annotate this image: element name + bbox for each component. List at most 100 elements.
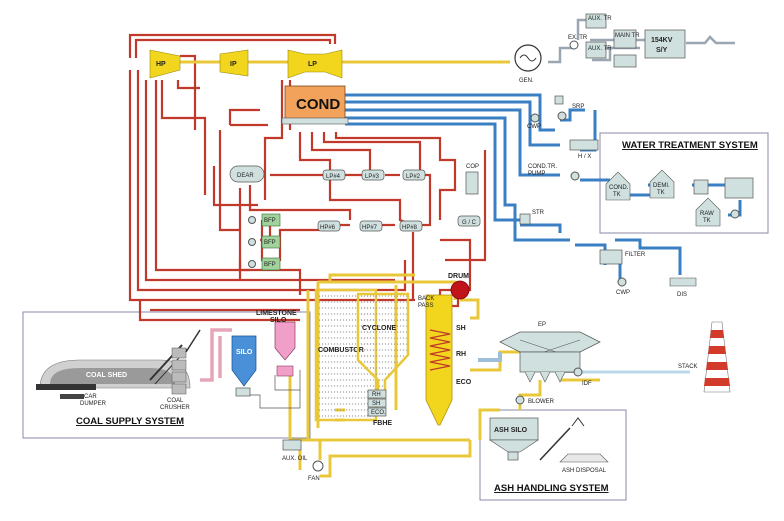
- cond-tank: COND. TK: [605, 171, 631, 201]
- svg-text:G / C: G / C: [462, 220, 477, 226]
- steam-piping: [128, 33, 487, 322]
- back-pass: BACK PASS SH RH ECO: [418, 294, 472, 426]
- main-tr: MAIN TR: [613, 29, 640, 49]
- svg-text:H / X: H / X: [578, 154, 591, 160]
- svg-text:SRP: SRP: [572, 104, 584, 110]
- bfp-motor-1: [248, 216, 256, 224]
- limestone-silo: LIMESTONE SILO: [256, 310, 297, 377]
- svg-text:LP#3: LP#3: [365, 174, 380, 180]
- flue-ducts: [478, 352, 690, 374]
- svg-text:COAL: COAL: [167, 398, 184, 404]
- svg-text:LP#4: LP#4: [326, 174, 341, 180]
- svg-text:LP#2: LP#2: [406, 174, 421, 180]
- switchyard: 154KV S/Y: [613, 29, 686, 68]
- svg-text:PUMP: PUMP: [528, 171, 545, 177]
- svg-text:154KV: 154KV: [651, 37, 673, 44]
- svg-text:RH: RH: [456, 351, 466, 358]
- svg-text:TK: TK: [657, 190, 665, 196]
- svg-text:SILO: SILO: [270, 317, 287, 324]
- cwp2-pump: CWP: [616, 277, 630, 296]
- svg-text:SH: SH: [456, 325, 466, 332]
- svg-text:COAL SUPPLY SYSTEM: COAL SUPPLY SYSTEM: [76, 416, 184, 427]
- fbhe: RH SH ECO. FBHE: [367, 389, 392, 427]
- condenser: COND: [281, 85, 349, 125]
- strainer: STR: [519, 210, 545, 225]
- water-tank-2: [724, 177, 754, 199]
- cond-tr-pump: COND.TR. PUMP: [528, 164, 580, 181]
- svg-text:ECO: ECO: [456, 379, 472, 386]
- svg-text:CRUSHER: CRUSHER: [160, 405, 190, 411]
- svg-text:CWP: CWP: [527, 124, 541, 130]
- svg-text:AUX. TR: AUX. TR: [588, 16, 612, 22]
- svg-text:ASH HANDLING SYSTEM: ASH HANDLING SYSTEM: [494, 483, 609, 494]
- svg-text:SILO: SILO: [236, 349, 253, 356]
- svg-text:HP#7: HP#7: [362, 225, 378, 231]
- svg-text:STACK: STACK: [678, 364, 698, 370]
- svg-text:ASH SILO: ASH SILO: [494, 427, 528, 434]
- aux-oil-tank: AUX. OIL: [282, 439, 308, 462]
- svg-text:COND.: COND.: [609, 185, 629, 191]
- svg-text:HP#8: HP#8: [402, 225, 418, 231]
- hp-heater-8: HP#8: [399, 220, 423, 232]
- coal-conveyor-lines: [200, 328, 301, 409]
- electrostatic-precipitator: EP: [499, 322, 601, 383]
- svg-text:FBHE: FBHE: [373, 420, 392, 427]
- fan: FAN: [308, 460, 324, 482]
- aux-tr-1: AUX. TR: [585, 13, 612, 29]
- svg-text:S/Y: S/Y: [656, 47, 668, 54]
- coal-supply-system: COAL SHED CAR DUMPER COAL CRUSHER COAL S…: [36, 329, 201, 427]
- ip-turbine: IP: [219, 49, 249, 77]
- water-treatment-title: WATER TREATMENT SYSTEM: [622, 140, 758, 151]
- svg-text:BFP: BFP: [264, 262, 276, 268]
- svg-text:SH: SH: [372, 401, 380, 407]
- hp-heater-6: HP#6: [317, 220, 341, 232]
- filter: FILTER: [599, 249, 646, 265]
- bfp-3: BFP: [261, 257, 281, 271]
- lp-heater-3: LP#3: [361, 169, 385, 181]
- svg-text:IDF: IDF: [582, 381, 592, 387]
- svg-text:GEN.: GEN.: [519, 78, 534, 84]
- svg-text:TK: TK: [703, 218, 711, 224]
- svg-text:CYCLONE: CYCLONE: [362, 325, 397, 332]
- svg-text:TK: TK: [613, 192, 621, 198]
- lp-heater-2: LP#2: [402, 169, 426, 181]
- svg-text:ECO.: ECO.: [371, 410, 386, 416]
- svg-text:RH: RH: [372, 392, 381, 398]
- srp-pump: SRP: [554, 95, 584, 121]
- aux-tr-2: AUX. TR: [585, 41, 612, 59]
- heat-exchanger: H / X: [569, 139, 599, 160]
- svg-text:DRUM: DRUM: [448, 273, 469, 280]
- stack: STACK: [678, 321, 731, 393]
- svg-text:HP: HP: [156, 61, 166, 68]
- svg-text:COP: COP: [466, 164, 479, 170]
- hp-turbine: HP: [149, 49, 181, 79]
- svg-text:RAW: RAW: [700, 211, 714, 217]
- raw-tank: RAW TK: [695, 197, 721, 227]
- coal-silo: SILO: [231, 335, 257, 397]
- svg-text:DIS: DIS: [677, 292, 687, 298]
- bfp-2: BFP: [261, 235, 281, 249]
- demi-tank: DEMI. TK: [649, 169, 675, 199]
- ex-tr: EX. TR: [568, 35, 588, 50]
- svg-text:BFP: BFP: [264, 240, 276, 246]
- svg-text:COND: COND: [296, 96, 340, 113]
- svg-text:MAIN TR: MAIN TR: [615, 33, 640, 39]
- svg-text:CWP: CWP: [616, 290, 630, 296]
- discharge: DIS: [669, 277, 697, 298]
- cwp-pump: CWP: [527, 113, 541, 130]
- svg-text:BFP: BFP: [264, 218, 276, 224]
- svg-text:FAN: FAN: [308, 476, 320, 482]
- ash-handling-system: ASH SILO ASH DISPOSAL ASH HANDLING SYSTE…: [489, 417, 609, 494]
- svg-text:IP: IP: [230, 61, 237, 68]
- svg-text:DUMPER: DUMPER: [80, 401, 107, 407]
- generator: GEN.: [514, 44, 542, 84]
- deaerator: DEAR: [229, 165, 265, 183]
- svg-text:DEMI.: DEMI.: [653, 183, 670, 189]
- svg-text:EX. TR: EX. TR: [568, 35, 588, 41]
- blower: BLOWER: [515, 395, 555, 405]
- svg-text:CAR: CAR: [84, 394, 97, 400]
- gland-condenser: G / C: [457, 215, 481, 227]
- lp-turbine: LP: [287, 49, 343, 79]
- svg-text:LIMESTONE: LIMESTONE: [256, 310, 297, 317]
